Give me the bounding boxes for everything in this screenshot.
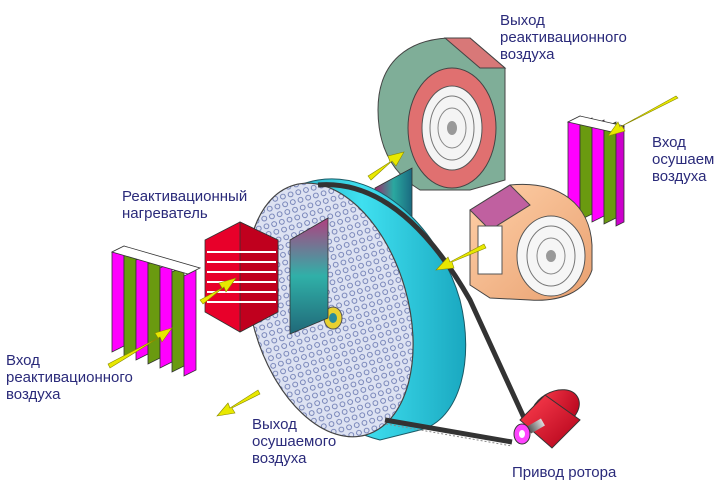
label-process-air-inlet: Вход осушаем воздуха bbox=[652, 134, 715, 185]
drive-belt bbox=[317, 182, 528, 447]
label-reactivation-heater: Реактивационный нагреватель bbox=[122, 188, 248, 222]
process-inlet-filter bbox=[566, 115, 626, 227]
reactivation-inlet-filter bbox=[110, 245, 202, 377]
reactivation-exhaust-fan bbox=[377, 37, 507, 191]
arrow-process-into-rotor bbox=[435, 243, 487, 271]
flow-arrows bbox=[107, 95, 679, 417]
arrow-process-out bbox=[216, 389, 261, 417]
reactivation-sector-duct bbox=[289, 217, 329, 335]
reactivation-heater bbox=[204, 221, 279, 333]
arrow-process-in bbox=[607, 95, 679, 137]
arrow-reactivation-out bbox=[367, 151, 405, 181]
label-reactivation-air-inlet: Вход реактивационного воздуха bbox=[6, 352, 133, 403]
label-rotor-drive: Привод ротора bbox=[512, 464, 617, 481]
label-reactivation-air-outlet: Выход реактивационного воздуха bbox=[500, 12, 627, 63]
arrow-reactivation-in bbox=[107, 327, 173, 369]
process-fan bbox=[469, 183, 593, 301]
label-process-air-outlet: Выход осушаемого воздуха bbox=[252, 416, 337, 467]
arrow-heater-in bbox=[199, 277, 237, 305]
rotor-drive-motor bbox=[513, 389, 581, 449]
